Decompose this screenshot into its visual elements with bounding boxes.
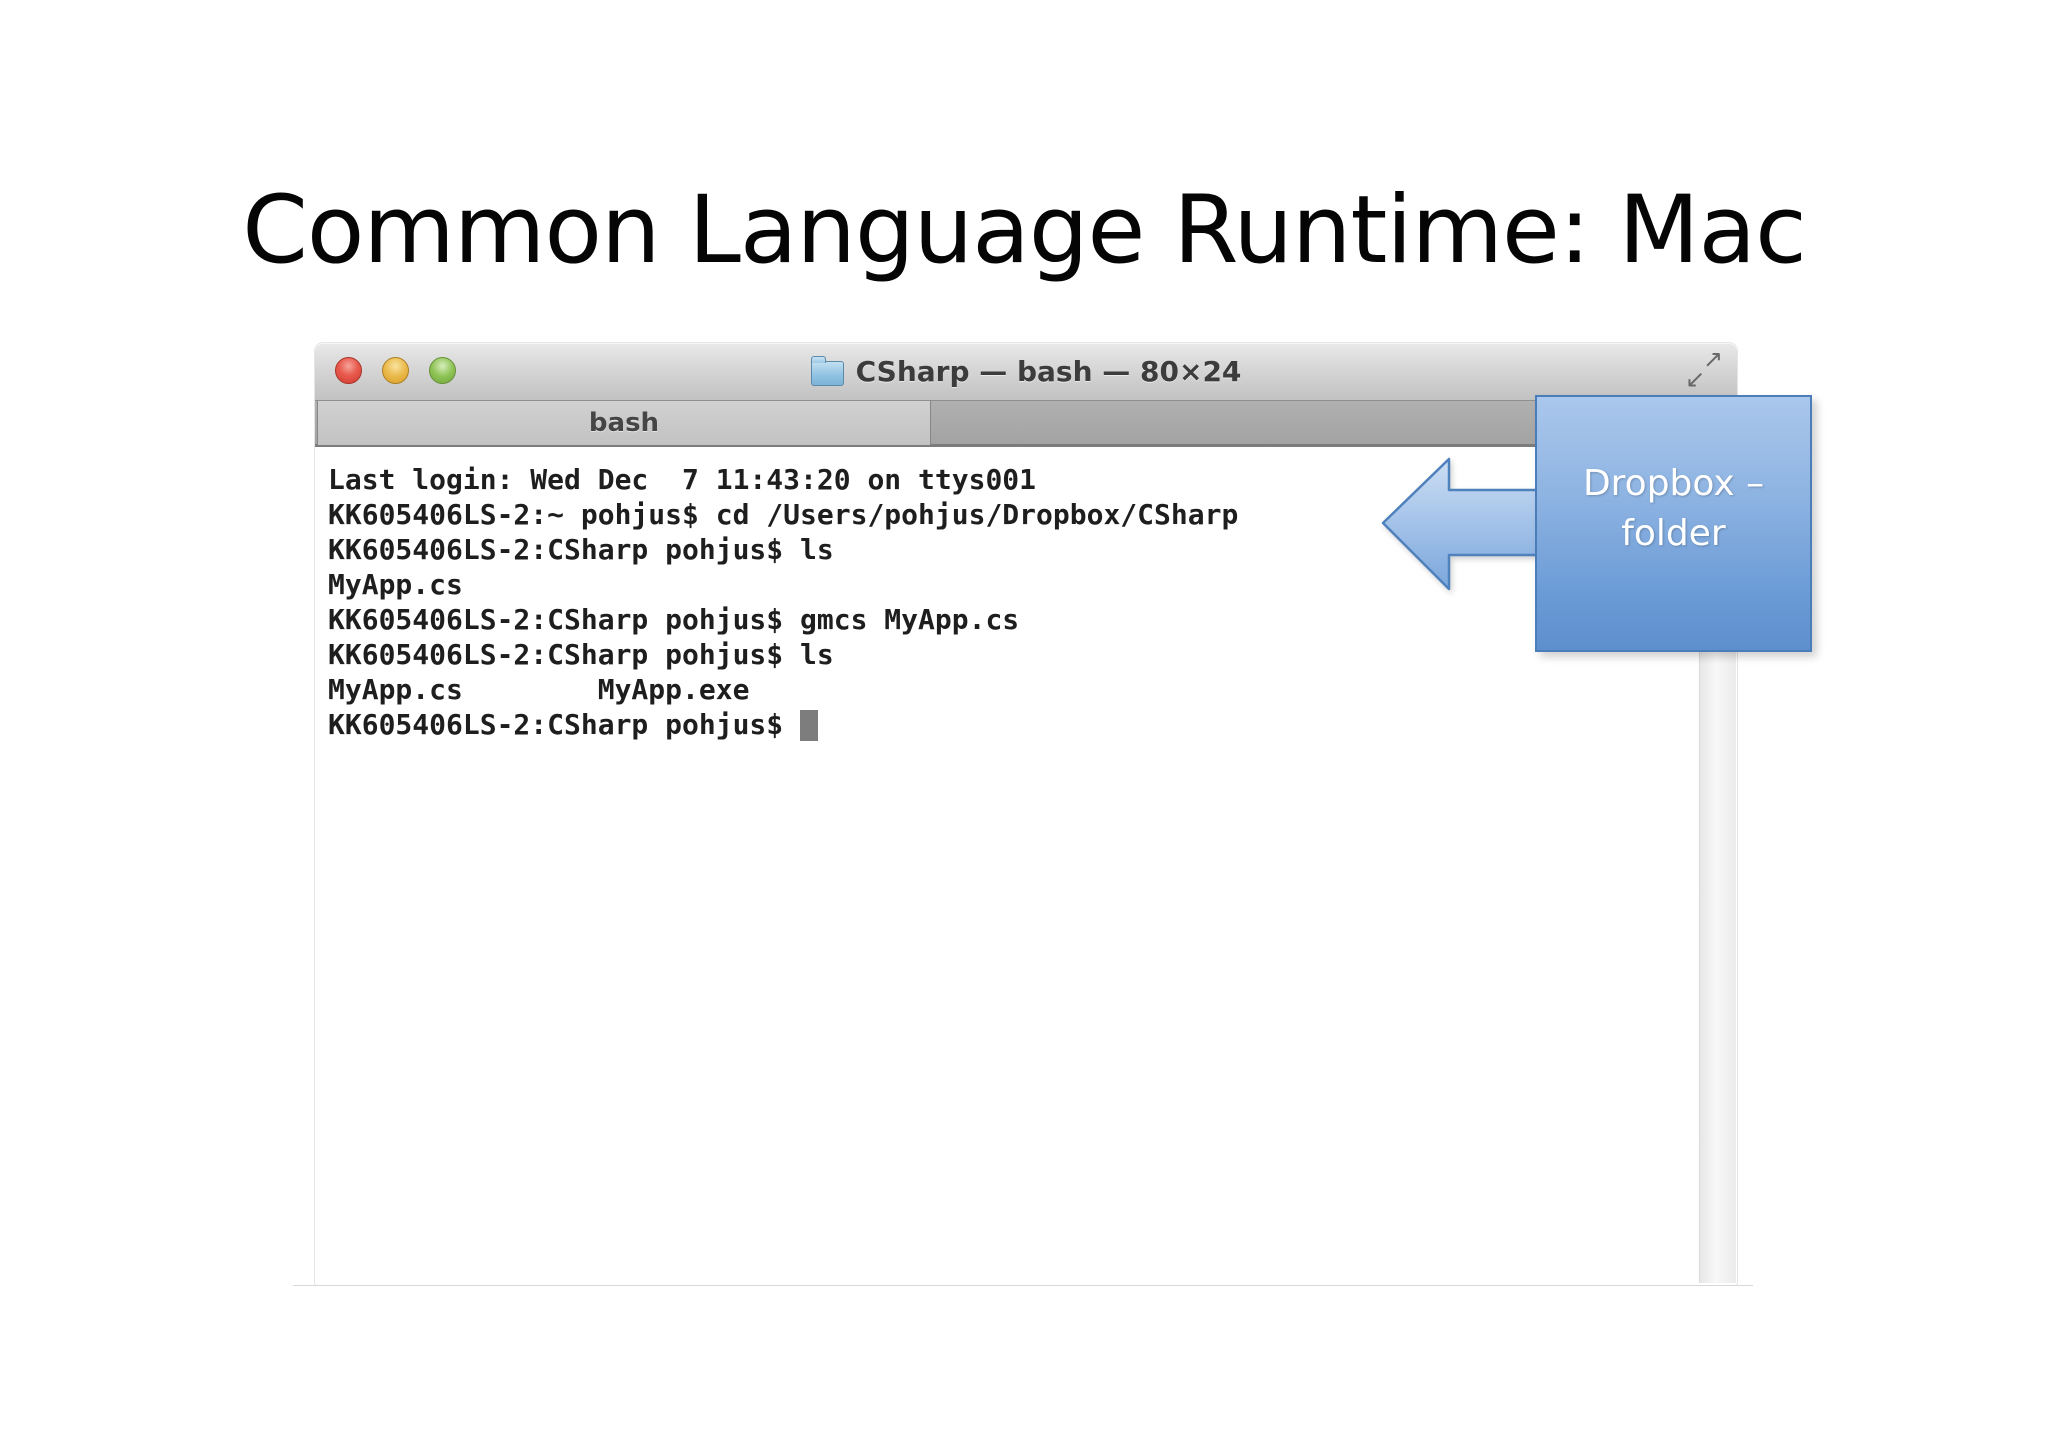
tab-bash[interactable]: bash (317, 401, 931, 445)
dropbox-callout: Dropbox – folder (1535, 395, 1812, 652)
tab-bar: bash (315, 400, 1737, 447)
window-titlebar[interactable]: CSharp — bash — 80×24 ↗ ↙ (315, 343, 1737, 401)
terminal-line: KK605406LS-2:CSharp pohjus$ ls (328, 638, 834, 671)
callout-text-line2: folder (1621, 513, 1726, 554)
callout-text-line1: Dropbox – (1582, 463, 1765, 504)
terminal-prompt-line: KK605406LS-2:CSharp pohjus$ (328, 707, 1737, 742)
fullscreen-icon[interactable]: ↗ ↙ (1685, 347, 1725, 393)
terminal-content[interactable]: Last login: Wed Dec 7 11:43:20 on ttys00… (315, 447, 1737, 1285)
traffic-lights (335, 357, 456, 384)
terminal-line: Last login: Wed Dec 7 11:43:20 on ttys00… (328, 463, 1037, 496)
terminal-cursor (800, 710, 819, 741)
callout-left-arrow-shape (1381, 457, 1540, 591)
zoom-button[interactable] (429, 357, 456, 384)
minimize-button[interactable] (382, 357, 409, 384)
terminal-line: KK605406LS-2:CSharp pohjus$ gmcs MyApp.c… (328, 603, 1020, 636)
folder-icon (810, 355, 844, 386)
tab-bash-label: bash (588, 408, 660, 438)
titlebar-title-group: CSharp — bash — 80×24 (315, 343, 1737, 400)
arrow-ne-icon: ↗ (1702, 345, 1723, 373)
arrow-sw-icon: ↙ (1685, 365, 1706, 393)
terminal-line: MyApp.cs MyApp.exe (328, 673, 750, 706)
terminal-line: KK605406LS-2:CSharp pohjus$ ls (328, 533, 834, 566)
window-border-bottom (293, 1285, 1753, 1286)
terminal-line: KK605406LS-2:~ pohjus$ cd /Users/pohjus/… (328, 498, 1239, 531)
window-title: CSharp — bash — 80×24 (855, 355, 1242, 388)
terminal-line: MyApp.cs (328, 568, 463, 601)
close-button[interactable] (335, 357, 362, 384)
page-title: Common Language Runtime: Mac (242, 176, 1807, 285)
terminal-prompt-text: KK605406LS-2:CSharp pohjus$ (328, 708, 801, 741)
